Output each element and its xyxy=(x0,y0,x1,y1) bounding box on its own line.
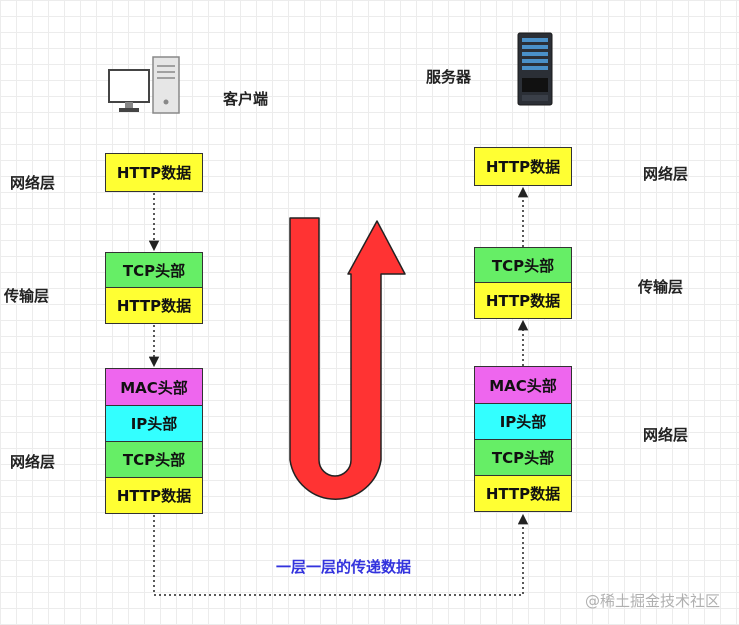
left-ip-header-box: IP头部 xyxy=(105,405,203,442)
right-http-data-box: HTTP数据 xyxy=(474,147,572,186)
left-tcp-header-box: TCP头部 xyxy=(105,252,203,288)
right-http-data-box: HTTP数据 xyxy=(474,475,572,512)
server-label: 服务器 xyxy=(426,68,472,86)
left-layer-label-bottom: 网络层 xyxy=(10,453,56,471)
left-tcp-header-box: TCP头部 xyxy=(105,441,203,478)
right-mac-header-box: MAC头部 xyxy=(474,366,572,404)
desktop-computer-icon xyxy=(108,56,180,114)
bottom-connector-path xyxy=(153,513,529,596)
right-ip-header-box: IP头部 xyxy=(474,403,572,440)
bottom-caption: 一层一层的传递数据 xyxy=(276,558,412,576)
server-icon xyxy=(517,32,553,106)
right-layer-label-bottom: 网络层 xyxy=(643,426,689,444)
left-http-data-box: HTTP数据 xyxy=(105,153,203,192)
left-layer-label-middle: 传输层 xyxy=(4,287,50,305)
right-http-data-box: HTTP数据 xyxy=(474,282,572,319)
client-label: 客户端 xyxy=(223,90,269,108)
u-turn-arrow xyxy=(289,217,406,500)
left-http-data-box: HTTP数据 xyxy=(105,287,203,324)
right-tcp-header-box: TCP头部 xyxy=(474,439,572,476)
left-mac-header-box: MAC头部 xyxy=(105,368,203,406)
watermark: @稀土掘金技术社区 xyxy=(585,592,721,610)
right-tcp-header-box: TCP头部 xyxy=(474,247,572,283)
right-layer-label-top: 网络层 xyxy=(643,165,689,183)
left-http-data-box: HTTP数据 xyxy=(105,477,203,514)
left-layer-label-top: 网络层 xyxy=(10,174,56,192)
right-layer-label-middle: 传输层 xyxy=(638,278,684,296)
